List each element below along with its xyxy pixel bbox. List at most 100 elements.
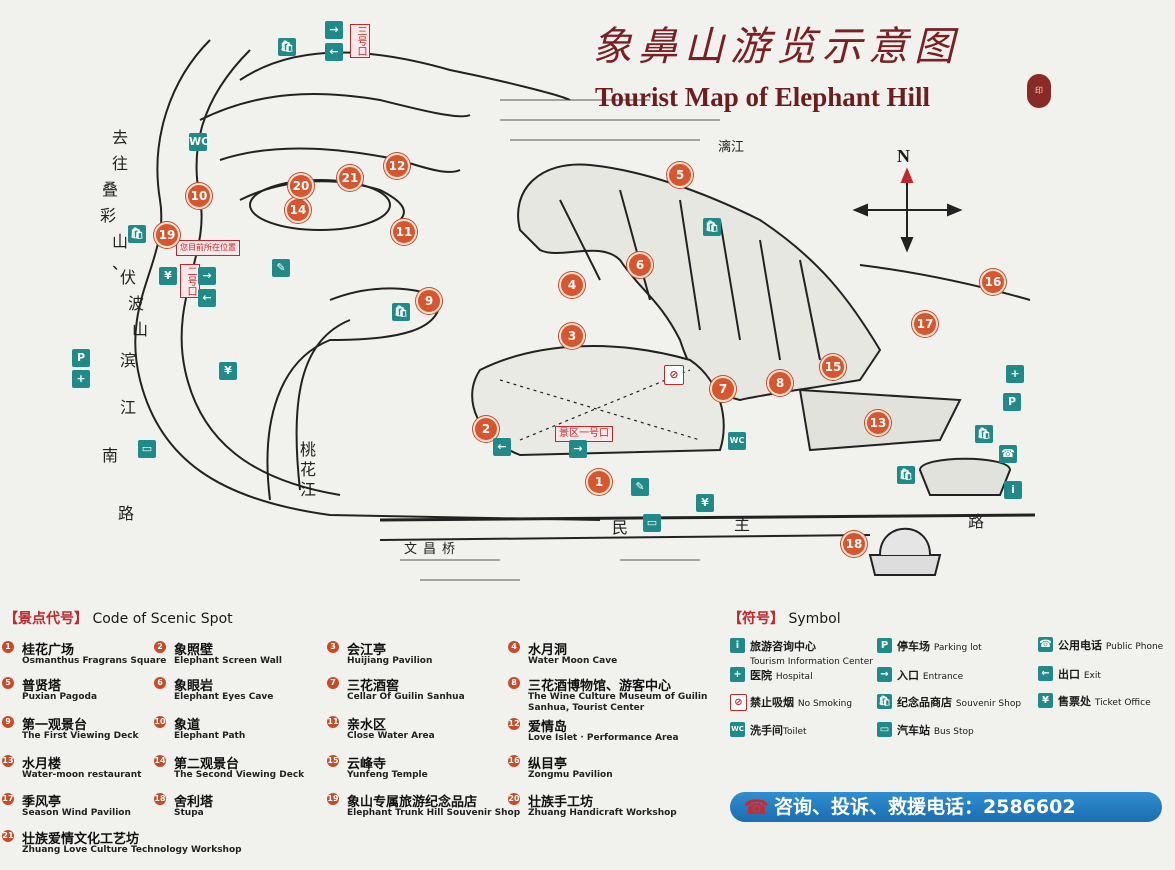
spot-marker-2[interactable]: 2	[473, 416, 499, 442]
bus-stop-icon-west: ▭	[138, 440, 156, 458]
label-road-min: 民	[612, 518, 629, 537]
legend-cn: 舍利塔	[174, 795, 214, 810]
legend-num: 15	[327, 755, 339, 767]
legend-cn: 象眼岩	[174, 679, 214, 694]
legend-cn: 会江亭	[347, 643, 387, 658]
spot-marker-18[interactable]: 18	[841, 531, 867, 557]
legend-en: Yunfeng Temple	[347, 770, 428, 780]
spot-marker-5[interactable]: 5	[667, 162, 693, 188]
legend-num: 14	[154, 755, 166, 767]
legend-en: The First Viewing Deck	[22, 731, 139, 741]
souvenir-tag-icon: ✎	[631, 478, 649, 496]
spot-marker-8[interactable]: 8	[767, 370, 793, 396]
legend-en: Close Water Area	[347, 731, 435, 741]
symbol-legend-title-en: Symbol	[788, 611, 841, 627]
ticket-office-icon-road: ¥	[696, 494, 714, 512]
spot-marker-13[interactable]: 13	[865, 410, 891, 436]
symbol-cn: 汽车站	[897, 724, 930, 737]
symbol-text: 入口 Entrance	[897, 667, 963, 683]
spot-marker-6[interactable]: 6	[627, 252, 653, 278]
legend-num: 7	[327, 677, 339, 689]
label-to-5: 山	[112, 232, 129, 251]
hospital-legend-icon: +	[730, 667, 745, 682]
legend-cn: 三花酒博物馆、游客中心	[528, 679, 672, 694]
symbol-text: 医院 Hospital	[750, 667, 813, 683]
symbol-en: Bus Stop	[933, 727, 974, 737]
exit-icon-gate2: ←	[198, 289, 216, 307]
legend-en: Elephant Eyes Cave	[174, 692, 274, 702]
label-to-4: 彩	[100, 206, 117, 225]
legend-cn: 壮族手工坊	[528, 795, 594, 810]
legend-num: 9	[2, 716, 14, 728]
spot-marker-19[interactable]: 19	[154, 222, 180, 248]
spot-marker-4[interactable]: 4	[559, 272, 585, 298]
label-binjiang-2: 江	[120, 398, 137, 417]
spot-marker-10[interactable]: 10	[186, 183, 212, 209]
legend-en: Elephant Trunk Hill Souvenir Shop	[347, 808, 521, 818]
souvenir-shop-legend-icon: 🛍	[877, 694, 892, 709]
souvenir-shop-icon-east: 🛍	[975, 425, 993, 443]
symbol-text: 纪念品商店 Souvenir Shop	[897, 694, 1021, 710]
label-to-6: 、	[112, 254, 129, 273]
souvenir-tag-icon-gate2: ✎	[272, 259, 290, 277]
symbol-cn: 停车场	[897, 640, 930, 653]
entrance-icon-gate1: →	[569, 440, 587, 458]
spot-marker-9[interactable]: 9	[416, 288, 442, 314]
souvenir-shop-icon-west: 🛍	[128, 225, 146, 243]
compass-north-label: N	[897, 146, 910, 166]
legend-num: 8	[508, 677, 520, 689]
spot-marker-15[interactable]: 15	[820, 354, 846, 380]
label-to-3: 叠	[102, 180, 119, 199]
symbol-text: 停车场 Parking lot	[897, 638, 982, 654]
legend-num: 1	[2, 641, 14, 653]
symbol-en: Ticket Office	[1094, 698, 1151, 708]
legend-en: Zongmu Pavilion	[528, 770, 613, 780]
label-binjiang-1: 滨	[120, 351, 137, 370]
hospital-icon-east: +	[1006, 365, 1024, 383]
legend-cn: 季风亭	[22, 795, 62, 810]
spot-marker-17[interactable]: 17	[912, 311, 938, 337]
spot-marker-14[interactable]: 14	[285, 197, 311, 223]
symbol-en: Hospital	[775, 672, 813, 682]
spot-marker-12[interactable]: 12	[384, 153, 410, 179]
spot-marker-7[interactable]: 7	[710, 376, 736, 402]
legend-num: 16	[508, 755, 520, 767]
symbol-text: 公用电话 Public Phone	[1058, 637, 1163, 653]
legend-cn: 亲水区	[347, 718, 387, 733]
toilet-icon-plaza: WC	[728, 432, 746, 450]
spot-marker-3[interactable]: 3	[559, 323, 585, 349]
souvenir-shop-icon-temple: 🛍	[897, 466, 915, 484]
legend-en: Season Wind Pavilion	[22, 808, 131, 818]
legend-cn: 桂花广场	[22, 643, 75, 658]
spot-marker-1[interactable]: 1	[586, 469, 612, 495]
legend-en: Zhuang Love Culture Technology Workshop	[22, 845, 242, 855]
symbol-text: 洗手间Toilet	[750, 722, 807, 738]
ticket-office-icon-gate2: ¥	[159, 267, 177, 285]
spot-marker-20[interactable]: 20	[288, 173, 314, 199]
toilet-icon: WC	[189, 133, 209, 151]
symbol-en: Toilet	[783, 727, 807, 737]
symbol-en: Parking lot	[933, 643, 982, 653]
label-taohua-river-text: 桃花江	[300, 440, 317, 499]
spot-marker-16[interactable]: 16	[980, 269, 1006, 295]
you-are-here-label: 您目前所在位置	[176, 240, 240, 256]
legend-num: 10	[154, 716, 166, 728]
symbol-cn: 售票处	[1058, 695, 1091, 708]
label-road-lu: 路	[968, 512, 985, 531]
bus-stop-legend-icon: ▭	[877, 722, 892, 737]
legend-num: 19	[327, 793, 339, 805]
label-to-7: 伏	[120, 268, 137, 287]
legend-cn: 象照壁	[174, 643, 214, 658]
spot-marker-11[interactable]: 11	[391, 219, 417, 245]
map-drawing	[134, 39, 1036, 581]
symbol-text: 汽车站 Bus Stop	[897, 722, 974, 738]
symbol-cn: 公用电话	[1058, 639, 1102, 652]
spot-marker-21[interactable]: 21	[337, 165, 363, 191]
parking-lot-icon: P	[877, 638, 892, 653]
bus-stop-icon: ▭	[643, 514, 661, 532]
label-li-river: 漓江	[718, 140, 745, 155]
hotline-banner: ☎ 咨询、投诉、救援电话：2586602	[730, 792, 1162, 822]
legend-num: 5	[2, 677, 14, 689]
